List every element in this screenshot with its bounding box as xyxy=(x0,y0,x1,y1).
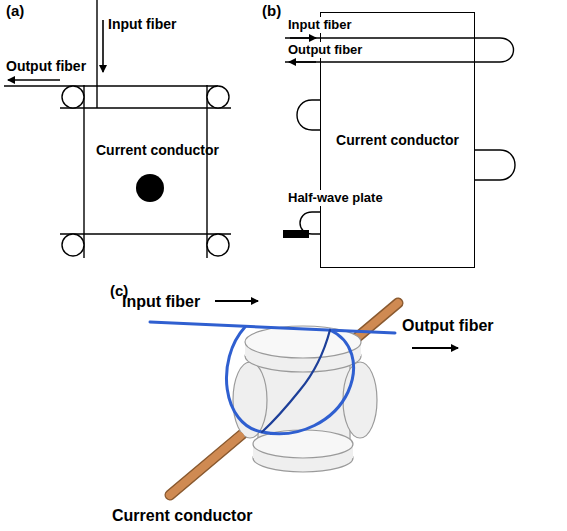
fiber-line xyxy=(83,85,84,258)
holder-disk xyxy=(245,340,361,372)
guide-pulley xyxy=(62,234,84,256)
fiber-coil-a xyxy=(4,0,231,258)
conductor-rod xyxy=(170,303,398,495)
input-arrow xyxy=(290,37,316,39)
fiber-line xyxy=(60,233,231,234)
fiber-holder xyxy=(233,326,377,472)
half-wave-plate-symbol xyxy=(283,230,309,238)
conductor-label: Current conductor xyxy=(112,506,252,525)
input-fiber-line xyxy=(96,0,97,108)
guide-pulley xyxy=(62,86,84,108)
fiber-line xyxy=(150,322,395,333)
output-fiber-line xyxy=(4,85,218,86)
fiber-label: Output fiber xyxy=(402,316,494,335)
holder-disk xyxy=(233,362,267,438)
fiber-line xyxy=(206,85,207,258)
fiber-label: Input fiber xyxy=(286,17,354,33)
fiber-loop xyxy=(226,327,353,434)
holder-disk-side xyxy=(253,444,353,458)
panel-label: (b) xyxy=(262,2,281,20)
input-arrow xyxy=(102,20,104,72)
fiber-line xyxy=(60,107,231,108)
guide-pulley xyxy=(207,234,229,256)
fiber-label: Input fiber xyxy=(122,292,200,311)
holder-disk xyxy=(253,444,353,472)
input-arrow xyxy=(215,300,258,302)
holder-disk xyxy=(245,326,361,358)
fiber-loop xyxy=(262,330,330,432)
output-arrow xyxy=(289,61,316,63)
node-label: Current conductor xyxy=(336,132,459,148)
guide-pulley xyxy=(207,86,229,108)
fiber-label: Output fiber xyxy=(6,58,86,75)
half-wave-plate-label: Half-wave plate xyxy=(286,190,385,206)
fiber-line xyxy=(285,38,514,62)
holder-disk xyxy=(253,430,353,458)
conductor-label: Current conductor xyxy=(96,142,219,159)
current-conductor-section xyxy=(136,174,164,202)
panel-label: (a) xyxy=(6,2,24,20)
fiber-c xyxy=(150,322,395,434)
output-arrow xyxy=(8,79,60,81)
conductor-rod xyxy=(170,436,240,495)
fiber-label: Input fiber xyxy=(108,16,176,33)
output-arrow xyxy=(412,347,458,349)
holder-disk xyxy=(343,362,377,438)
fiber-label: Output fiber xyxy=(286,42,364,58)
conductor-rod-edge xyxy=(170,303,398,495)
holder-body xyxy=(258,352,350,452)
holder-disk-side xyxy=(245,342,361,356)
